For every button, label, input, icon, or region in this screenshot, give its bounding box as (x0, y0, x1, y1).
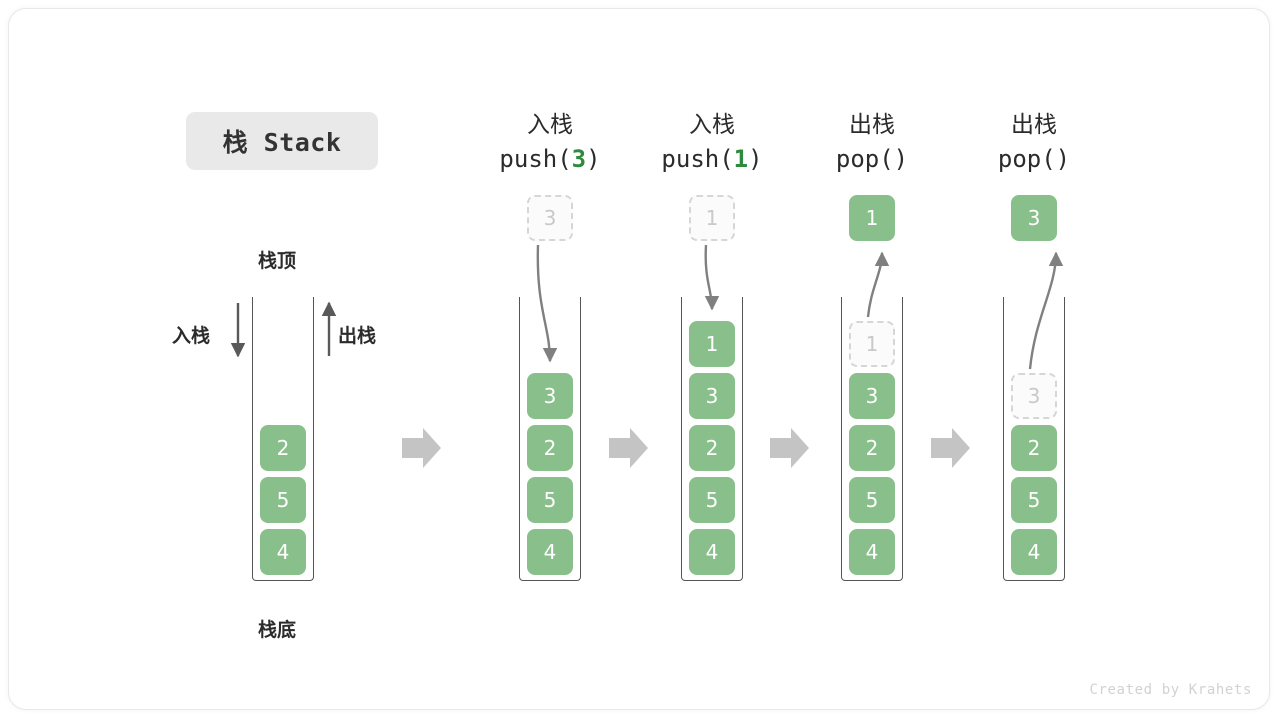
step-2-cell-4: 4 (689, 529, 735, 575)
stack-push-label: 入栈 (172, 325, 211, 347)
step-2-cell-3: 3 (689, 373, 735, 419)
step-4-operation: pop() (939, 142, 1129, 176)
step-1-stack-container (519, 297, 581, 581)
step-3-header: 出栈 pop() (777, 108, 967, 176)
op-prefix: push( (499, 145, 572, 173)
step-4-cell-3: 3 (1011, 373, 1057, 419)
step-2-cell-1: 1 (689, 321, 735, 367)
step-3-cell-3: 3 (849, 373, 895, 419)
initial-stack-cell-4: 4 (260, 529, 306, 575)
stack-title-chip: 栈 Stack (186, 112, 378, 170)
step-3-operation: pop() (777, 142, 967, 176)
step-4-stack-container (1003, 297, 1065, 581)
stack-top-label: 栈顶 (258, 250, 297, 272)
step-1-cell-4: 4 (527, 529, 573, 575)
stack-pop-label: 出栈 (338, 325, 377, 347)
op-prefix: pop( (835, 145, 894, 173)
step-2-floating-cell: 1 (689, 195, 735, 241)
step-4-header: 出栈 pop() (939, 108, 1129, 176)
step-1-cell-2: 2 (527, 425, 573, 471)
watermark: Created by Krahets (1089, 682, 1252, 698)
initial-stack-cell-2: 2 (260, 425, 306, 471)
step-3-cell-4: 4 (849, 529, 895, 575)
op-suffix: ) (748, 145, 763, 173)
step-2-header-cn: 入栈 (689, 112, 735, 138)
step-3-floating-cell: 1 (849, 195, 895, 241)
step-4-cell-2: 2 (1011, 425, 1057, 471)
step-1-header-cn: 入栈 (527, 112, 573, 138)
step-3-header-cn: 出栈 (849, 112, 895, 138)
op-prefix: push( (661, 145, 734, 173)
op-prefix: pop( (997, 145, 1056, 173)
stack-bottom-label: 栈底 (258, 619, 297, 641)
step-1-operation: push(3) (455, 142, 645, 176)
op-argument: 3 (571, 145, 587, 173)
op-argument: 1 (733, 145, 749, 173)
initial-stack-container (252, 297, 314, 581)
step-1-cell-5: 5 (527, 477, 573, 523)
op-suffix: ) (586, 145, 601, 173)
step-1-cell-3: 3 (527, 373, 573, 419)
step-2-operation: push(1) (617, 142, 807, 176)
step-2-cell-2: 2 (689, 425, 735, 471)
step-1-header: 入栈 push(3) (455, 108, 645, 176)
op-suffix: ) (893, 145, 909, 173)
initial-stack-cell-5: 5 (260, 477, 306, 523)
step-4-header-cn: 出栈 (1011, 112, 1057, 138)
step-2-header: 入栈 push(1) (617, 108, 807, 176)
step-4-cell-4: 4 (1011, 529, 1057, 575)
step-2-cell-5: 5 (689, 477, 735, 523)
step-1-floating-cell: 3 (527, 195, 573, 241)
step-2-stack-container (681, 297, 743, 581)
step-3-cell-1: 1 (849, 321, 895, 367)
step-3-cell-5: 5 (849, 477, 895, 523)
step-3-stack-container (841, 297, 903, 581)
step-4-floating-cell: 3 (1011, 195, 1057, 241)
step-4-cell-5: 5 (1011, 477, 1057, 523)
step-3-cell-2: 2 (849, 425, 895, 471)
op-suffix: ) (1055, 145, 1071, 173)
